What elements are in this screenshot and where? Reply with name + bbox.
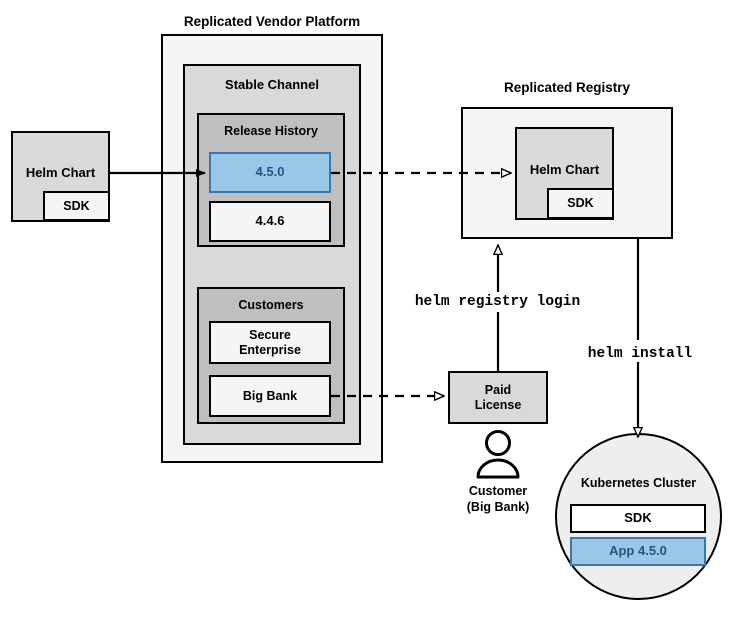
release-item-450[interactable]: 4.5.0: [209, 152, 331, 193]
release-history-label: Release History: [224, 124, 318, 138]
cluster-item-sdk: SDK: [570, 504, 706, 533]
customers-label: Customers: [238, 298, 304, 312]
stable-channel-label: Stable Channel: [225, 77, 319, 92]
customer-item-big-bank[interactable]: Big Bank: [209, 375, 331, 417]
kubernetes-cluster-title: Kubernetes Cluster: [580, 476, 697, 490]
vendor-platform-title: Replicated Vendor Platform: [183, 14, 361, 29]
paid-license-box: Paid License: [448, 371, 548, 424]
registry-helm-chart-sdk: SDK: [547, 188, 614, 219]
customer-item-secure-enterprise[interactable]: Secure Enterprise: [209, 321, 331, 364]
customer-actor-label-line2: (Big Bank): [466, 500, 530, 514]
person-icon: [476, 430, 520, 479]
cluster-item-app: App 4.5.0: [570, 537, 706, 566]
command-helm-install: helm install: [587, 346, 693, 362]
source-helm-chart-sdk: SDK: [43, 191, 110, 221]
release-item-446[interactable]: 4.4.6: [209, 201, 331, 242]
command-helm-registry-login: helm registry login: [414, 294, 581, 310]
registry-title: Replicated Registry: [503, 80, 631, 95]
customer-actor-label-line1: Customer: [468, 484, 528, 498]
